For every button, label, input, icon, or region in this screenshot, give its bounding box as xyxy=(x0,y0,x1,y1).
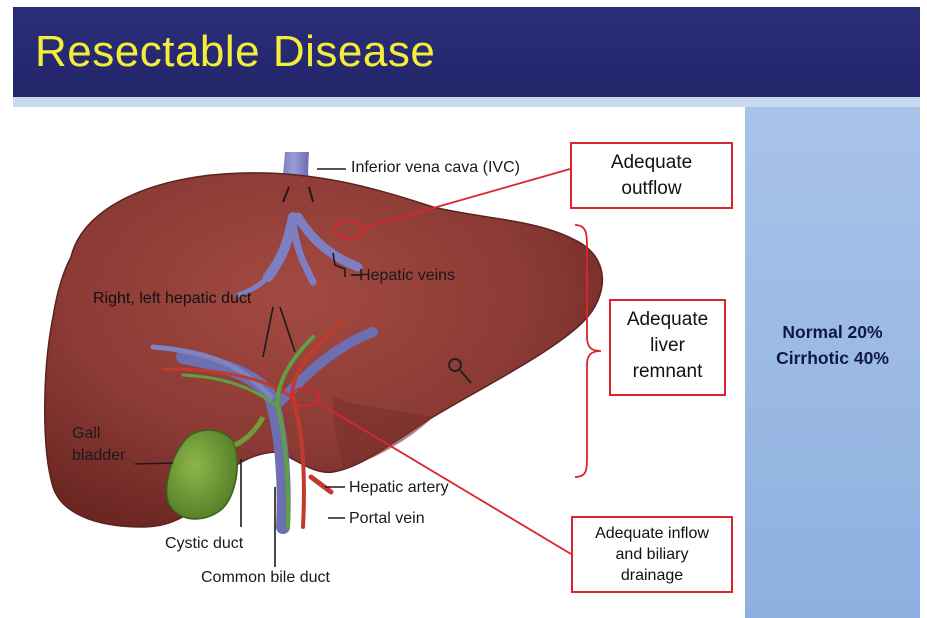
label-gall-bladder-line1: Gall xyxy=(72,425,100,443)
stat-cirrhotic: Cirrhotic 40% xyxy=(745,345,920,371)
label-portal-vein: Portal vein xyxy=(349,510,425,528)
remnant-stats: Normal 20% Cirrhotic 40% xyxy=(745,319,920,371)
callout-inflow-line3: drainage xyxy=(573,565,731,586)
callout-remnant-line1: Adequate xyxy=(611,307,724,333)
callout-inflow-line2: and biliary xyxy=(573,544,731,565)
label-gall-bladder-line2: bladder xyxy=(72,447,125,465)
callout-remnant-line3: remnant xyxy=(611,359,724,385)
label-common-bile-duct: Common bile duct xyxy=(201,569,330,587)
callout-adequate-inflow: Adequate inflow and biliary drainage xyxy=(571,516,733,593)
title-divider xyxy=(13,97,920,107)
callout-remnant-line2: liver xyxy=(611,333,724,359)
liver-body xyxy=(45,173,603,527)
label-cystic-duct: Cystic duct xyxy=(165,535,243,553)
label-ivc: Inferior vena cava (IVC) xyxy=(351,159,520,177)
callout-outflow-line2: outflow xyxy=(572,176,731,202)
callout-inflow-line1: Adequate inflow xyxy=(573,523,731,544)
label-hepatic-duct: Right, left hepatic duct xyxy=(93,290,251,308)
slide-title: Resectable Disease xyxy=(35,27,435,77)
callout-adequate-outflow: Adequate outflow xyxy=(570,142,733,209)
callout-adequate-liver-remnant: Adequate liver remnant xyxy=(609,299,726,396)
label-hepatic-veins: Hepatic veins xyxy=(359,267,455,285)
liver-anatomy-figure: Inferior vena cava (IVC) Hepatic veins R… xyxy=(13,107,745,618)
label-hepatic-artery: Hepatic artery xyxy=(349,479,449,497)
title-bar: Resectable Disease xyxy=(13,7,920,97)
callout-outflow-line1: Adequate xyxy=(572,150,731,176)
stats-sidebar: Normal 20% Cirrhotic 40% xyxy=(745,107,920,618)
stat-normal: Normal 20% xyxy=(745,319,920,345)
